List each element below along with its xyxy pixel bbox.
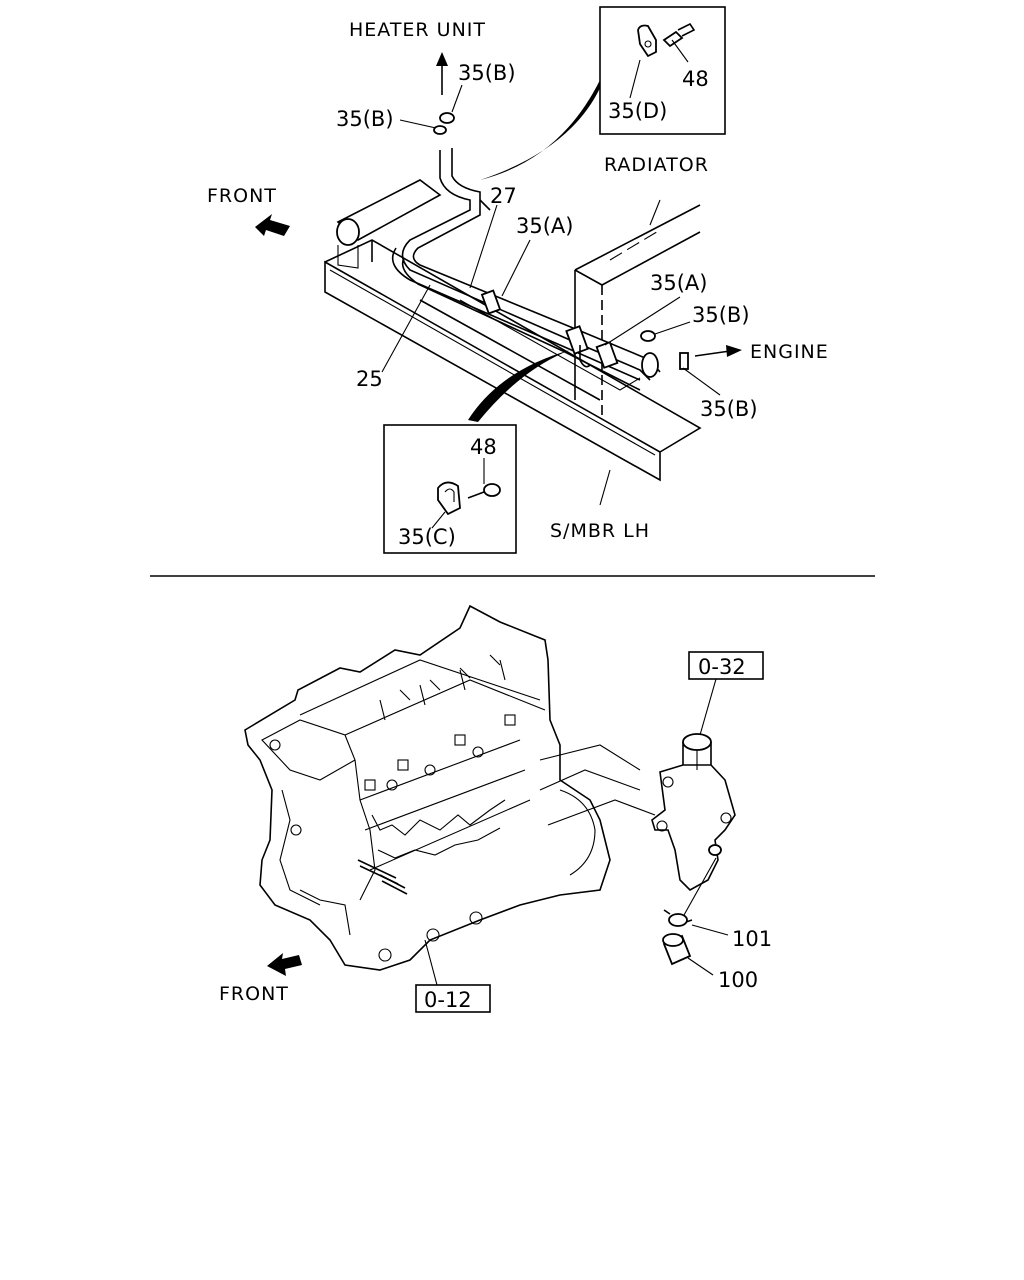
label-35b-2: 35(B) [336, 107, 394, 131]
ref-box-012: 0-12 [415, 984, 491, 1013]
label-front-top: FRONT [207, 185, 277, 207]
label-ref-012: 0-12 [424, 988, 472, 1012]
clamp-101 [663, 909, 693, 927]
radiator [574, 204, 701, 420]
hose-100 [662, 933, 692, 966]
label-radiator: RADIATOR [604, 154, 709, 176]
front-arrow-top [255, 214, 290, 236]
side-member-frame [324, 239, 702, 482]
heater-unit-arrow [436, 52, 448, 95]
label-35a-1: 35(A) [516, 214, 573, 238]
clamp-35b-top [433, 112, 689, 370]
label-ref-032: 0-32 [698, 655, 746, 679]
label-101: 101 [732, 927, 772, 951]
inset-bottom: 48 35(C) [383, 424, 517, 554]
label-100: 100 [718, 968, 758, 992]
leader-lines-bottom [424, 678, 729, 986]
label-35d: 35(D) [608, 99, 667, 123]
label-35c: 35(C) [398, 525, 456, 549]
label-25: 25 [356, 367, 383, 391]
cross-member [336, 179, 442, 269]
label-48-bottom-inset: 48 [470, 435, 497, 459]
ref-box-032: 0-32 [688, 651, 764, 680]
label-48-top-inset: 48 [682, 67, 709, 91]
label-35a-2: 35(A) [650, 271, 707, 295]
engine-block-diagram: 0-32 0-12 FRONT 101 100 [219, 604, 772, 1013]
engine-arrow [694, 345, 742, 357]
heater-hose-diagram: 48 35(D) 48 35(C) HEATER UNIT 35(B) 35(B… [207, 6, 829, 554]
inset-top: 48 35(D) [599, 6, 726, 135]
studs [357, 859, 408, 895]
label-27: 27 [490, 184, 517, 208]
label-front-bottom: FRONT [219, 983, 289, 1005]
water-pump-housing [651, 733, 736, 891]
label-engine: ENGINE [750, 341, 829, 363]
engine-block [244, 604, 611, 971]
callout-wedge-top [480, 80, 600, 180]
front-arrow-bottom [267, 953, 302, 976]
label-smbr-lh: S/MBR LH [550, 520, 650, 542]
callout-wedge-bottom [468, 350, 570, 422]
label-35b-4: 35(B) [700, 397, 758, 421]
heater-hoses [391, 148, 661, 391]
label-35b-1: 35(B) [458, 61, 516, 85]
label-35b-3: 35(B) [692, 303, 750, 327]
label-heater-unit: HEATER UNIT [349, 19, 486, 41]
guide-lines-bottom [539, 744, 656, 826]
leader-lines-top [381, 84, 721, 506]
